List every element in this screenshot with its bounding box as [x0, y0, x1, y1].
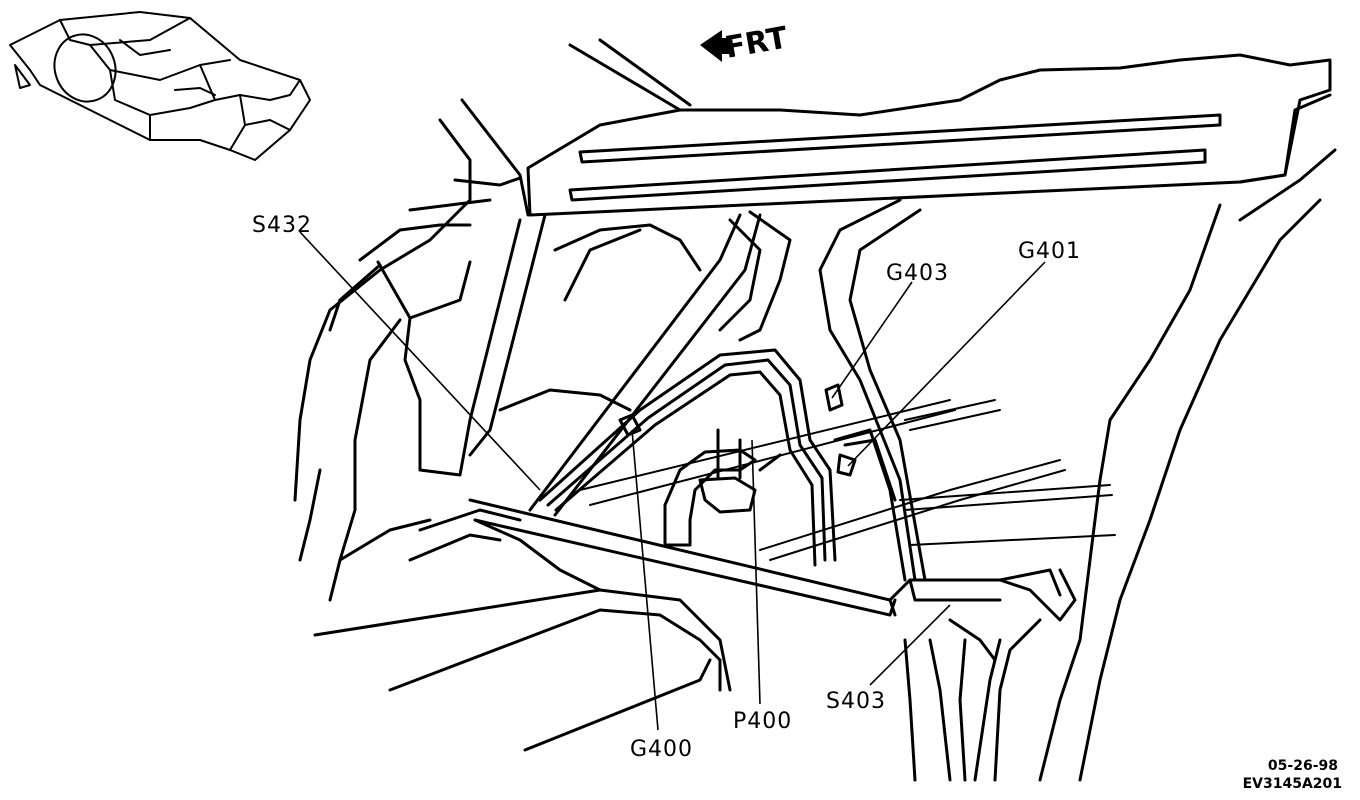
callout-g400: G400 [630, 737, 693, 762]
callout-leaders [299, 231, 1046, 731]
callout-p400: P400 [733, 709, 792, 734]
g403-leader [831, 281, 913, 399]
vehicle-body-locator-icon [9, 11, 311, 161]
callout-s432: S432 [252, 213, 312, 238]
g400-leader [631, 429, 659, 731]
callout-g403: G403 [886, 261, 949, 286]
callout-s403: S403 [826, 689, 886, 714]
figure-date: 05-26-98 [1268, 758, 1338, 774]
callout-g401: G401 [1018, 239, 1081, 264]
front-direction-indicator: FRT [700, 20, 791, 66]
figure-reference: 05-26-98 EV3145A201 [1243, 758, 1342, 792]
s432-leader [299, 231, 541, 491]
figure-code: EV3145A201 [1243, 776, 1342, 792]
left-arrow-icon [700, 30, 730, 62]
rear-compartment-structure [293, 38, 1337, 782]
callout-labels: S432 G403 G401 G400 P400 S403 [252, 213, 1081, 762]
s403-leader [869, 604, 951, 686]
front-direction-label: FRT [722, 20, 790, 65]
g401-leader [847, 261, 1046, 467]
p400-leader [751, 439, 761, 705]
